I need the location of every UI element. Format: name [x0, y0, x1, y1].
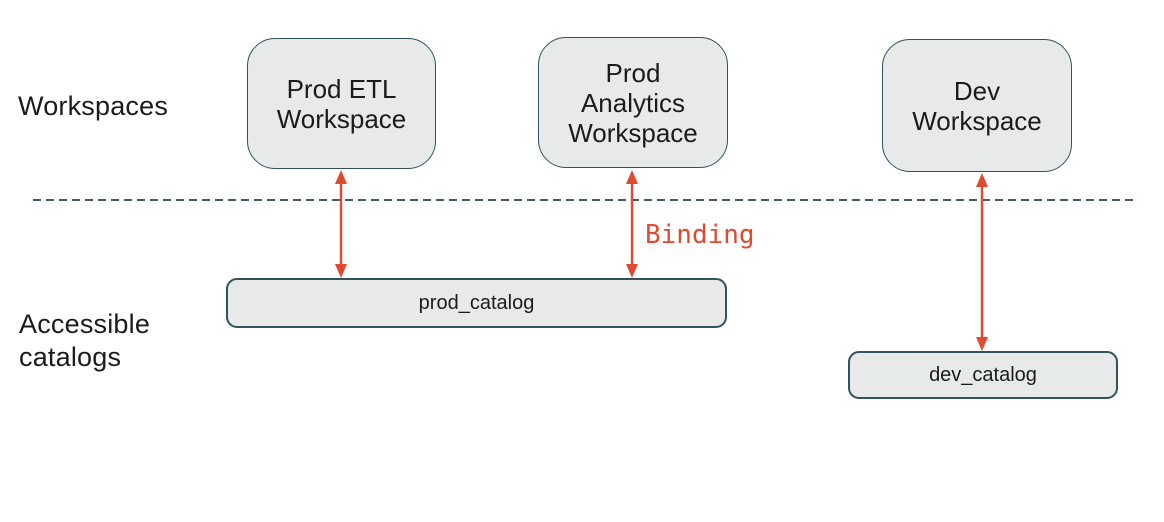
- dev-workspace-label: Dev Workspace: [912, 75, 1042, 136]
- double-arrow-icon-dev-to-dev-catalog: [976, 173, 988, 351]
- dev-workspace-node: Dev Workspace: [882, 39, 1072, 172]
- binding-annotation-label: Binding: [645, 220, 755, 250]
- prod-etl-workspace-label: Prod ETL Workspace: [276, 73, 407, 134]
- prod-etl-workspace-node: Prod ETL Workspace: [247, 38, 436, 169]
- double-arrow-icon-prod-etl-to-prod-catalog: [335, 170, 347, 278]
- prod-analytics-workspace-node: Prod Analytics Workspace: [538, 37, 728, 168]
- double-arrow-icon-prod-analytics-to-prod-catalog: [626, 170, 638, 278]
- workspaces-row-label: Workspaces: [18, 91, 169, 121]
- dev-catalog-label: dev_catalog: [929, 364, 1037, 386]
- accessible-catalogs-row-label: Accessible catalogs: [19, 309, 151, 372]
- prod-analytics-workspace-label: Prod Analytics Workspace: [568, 57, 698, 148]
- prod-catalog-label: prod_catalog: [418, 292, 535, 314]
- workspace-catalog-divider-line: [33, 199, 1133, 201]
- dev-catalog-node: dev_catalog: [848, 351, 1118, 399]
- prod-catalog-node: prod_catalog: [226, 278, 727, 328]
